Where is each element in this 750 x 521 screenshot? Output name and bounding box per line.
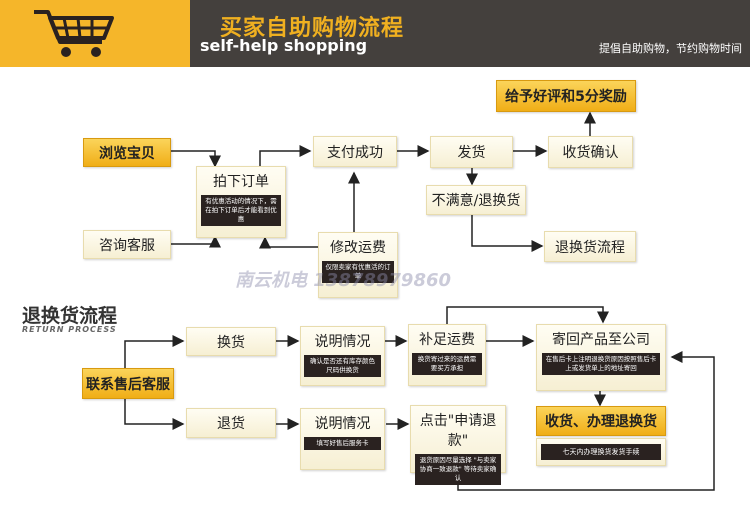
header: 买家自助购物流程 self-help shopping 提倡自助购物，节约购物时…	[0, 0, 750, 67]
modify-shipping-label: 修改运费	[330, 240, 386, 256]
send-back-note: 在售后卡上注明退换货原因按照售后卡上或发货单上的地址寄回	[542, 353, 660, 375]
header-arrow	[150, 0, 180, 66]
explain-refund-label: 说明情况	[314, 416, 371, 432]
apply-refund-node: 点击"申请退款" 退货原因尽量选择 "与卖家协商一致退款" 等待卖家确认	[410, 405, 506, 485]
explain-exchange-note: 确认是否还有库存颜色尺码供换货	[304, 355, 381, 377]
return-process-node: 退换货流程	[544, 231, 636, 262]
pay-shipping-node: 补足运费 换货寄过来的运费需要买方承担	[408, 324, 486, 386]
confirm-receipt-node: 收货确认	[548, 136, 633, 168]
pay-shipping-note: 换货寄过来的运费需要买方承担	[412, 353, 482, 375]
send-back-node: 寄回产品至公司 在售后卡上注明退换货原因按照售后卡上或发货单上的地址寄回	[536, 324, 666, 391]
receive-process-note-box: 七天内办理换货发货手续	[536, 438, 666, 466]
modify-shipping-note: 仅限卖家有优惠活的订单	[322, 261, 394, 283]
explain-exchange-label: 说明情况	[314, 334, 371, 350]
modify-shipping-node: 修改运费 仅限卖家有优惠活的订单	[318, 232, 398, 298]
apply-refund-label: 点击"申请退款"	[419, 413, 497, 449]
refund-node: 退货	[186, 408, 276, 438]
place-order-label: 拍下订单	[213, 174, 269, 190]
exchange-node: 换货	[186, 327, 276, 356]
place-order-note: 有优惠活动的情况下，需在拍下订单后才能看到优惠	[200, 195, 282, 226]
explain-refund-note: 填写好售后服务卡	[304, 437, 381, 450]
explain-exchange-node: 说明情况 确认是否还有库存颜色尺码供换货	[300, 326, 385, 386]
place-order-node: 拍下订单 有优惠活动的情况下，需在拍下订单后才能看到优惠	[196, 166, 286, 238]
page-title: 买家自助购物流程	[220, 16, 405, 41]
review-reward-node: 给予好评和5分奖励	[496, 80, 636, 112]
apply-refund-note: 退货原因尽量选择 "与卖家协商一致退款" 等待卖家确认	[414, 454, 502, 485]
watermark: 南云机电 13878979860	[235, 270, 452, 291]
pay-shipping-label: 补足运费	[419, 332, 475, 348]
return-section-subtitle: RETURN PROCESS	[22, 325, 117, 334]
receive-process-node: 收货、办理退换货	[536, 406, 666, 436]
ship-node: 发货	[430, 136, 513, 168]
header-tagline: 提倡自助购物，节约购物时间	[599, 42, 742, 55]
payment-success-node: 支付成功	[313, 136, 397, 167]
send-back-label: 寄回产品至公司	[552, 332, 650, 348]
consult-service-node: 咨询客服	[83, 230, 171, 259]
browse-items-node: 浏览宝贝	[83, 138, 171, 167]
unsatisfied-return-node: 不满意/退换货	[426, 185, 526, 215]
explain-refund-node: 说明情况 填写好售后服务卡	[300, 408, 385, 470]
return-section-title: 退换货流程	[22, 305, 118, 327]
receive-process-note: 七天内办理换货发货手续	[541, 444, 661, 460]
page-subtitle: self-help shopping	[200, 36, 368, 55]
contact-aftersales-node: 联系售后客服	[82, 368, 174, 399]
shopping-cart-icon	[34, 10, 114, 57]
header-band	[150, 0, 750, 67]
